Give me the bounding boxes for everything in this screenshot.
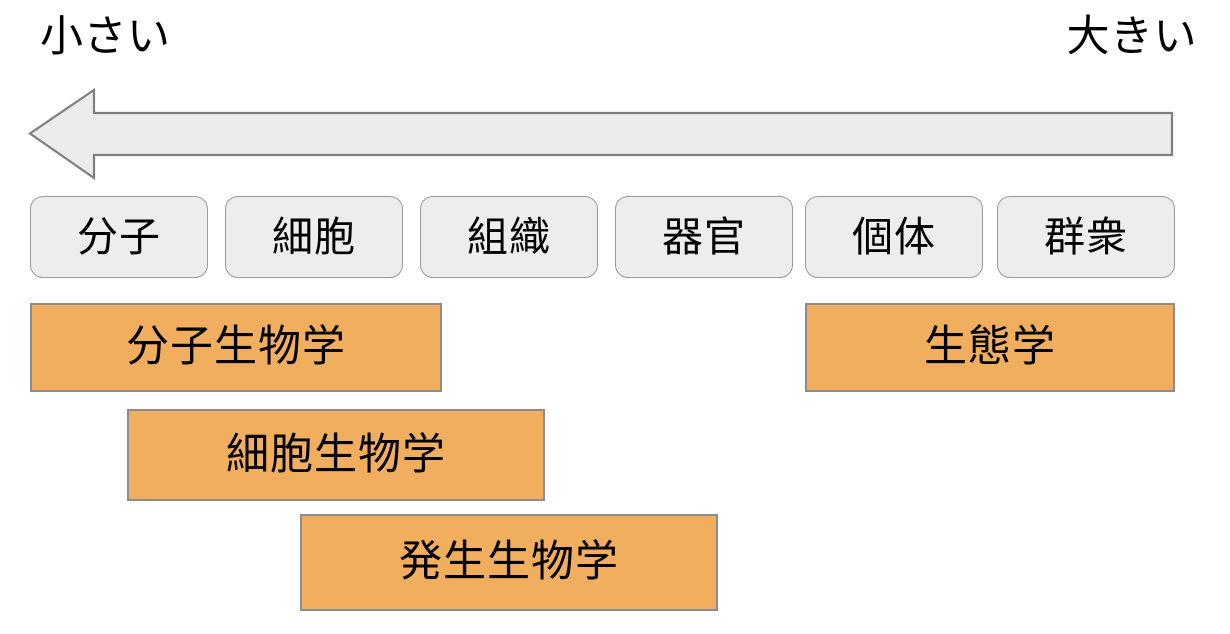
discipline-bar-ecology[interactable]: 生態学 [805, 303, 1175, 392]
level-box-label: 細胞 [272, 212, 356, 261]
level-box-tissue[interactable]: 組織 [420, 196, 598, 278]
level-box-population[interactable]: 群衆 [997, 196, 1175, 278]
level-box-label: 器官 [662, 212, 746, 261]
discipline-bar-molecular-biology[interactable]: 分子生物学 [30, 303, 442, 392]
level-box-molecule[interactable]: 分子 [30, 196, 208, 278]
level-box-cell[interactable]: 細胞 [225, 196, 403, 278]
scale-arrow [22, 84, 1177, 184]
discipline-bar-label: 発生生物学 [399, 537, 619, 587]
level-box-organ[interactable]: 器官 [615, 196, 793, 278]
discipline-bar-developmental-biology[interactable]: 発生生物学 [300, 514, 718, 611]
level-row: 分子 細胞 組織 器官 個体 群衆 [30, 196, 1175, 278]
discipline-bar-cell-biology[interactable]: 細胞生物学 [127, 409, 545, 501]
discipline-bar-label: 分子生物学 [126, 322, 346, 372]
level-box-label: 群衆 [1044, 212, 1128, 261]
discipline-bar-label: 生態学 [924, 322, 1056, 372]
level-box-label: 分子 [77, 212, 161, 261]
scale-label-large: 大きい [1066, 12, 1197, 62]
level-box-individual[interactable]: 個体 [805, 196, 983, 278]
left-pointing-arrow-icon [22, 84, 1177, 184]
level-box-label: 個体 [852, 212, 936, 261]
scale-label-small: 小さい [40, 12, 171, 62]
discipline-bar-label: 細胞生物学 [226, 429, 446, 480]
level-box-label: 組織 [467, 212, 551, 261]
